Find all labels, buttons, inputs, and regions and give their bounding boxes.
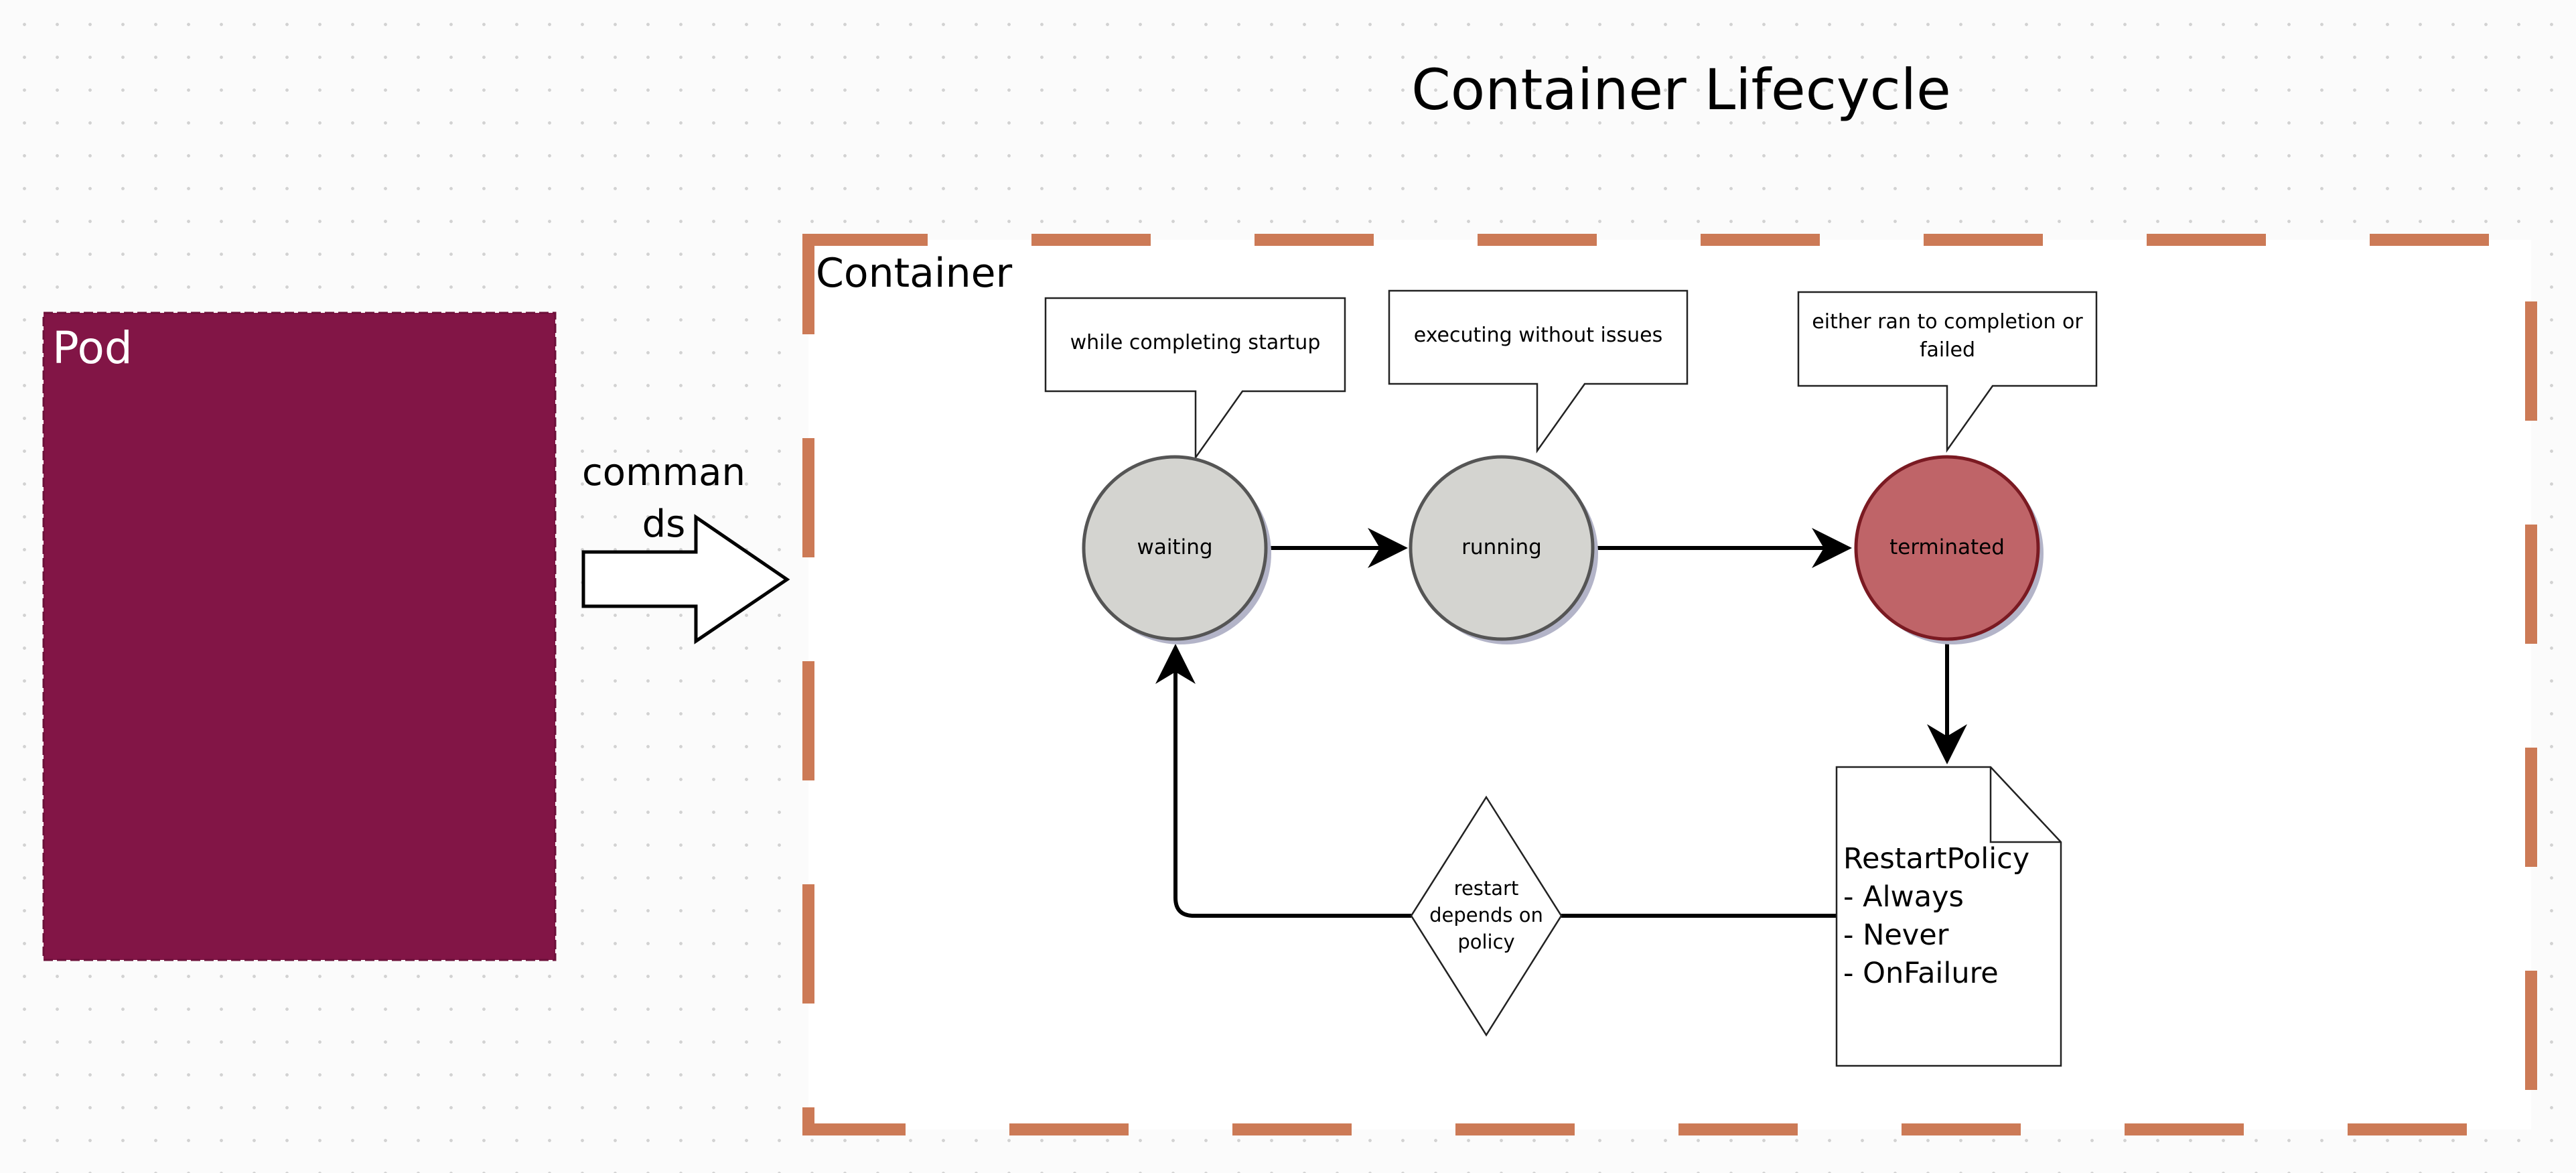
callout-terminated-text-line1: either ran to completion or: [1812, 310, 2083, 334]
decision-text-line2: depends on: [1429, 904, 1543, 926]
callout-waiting-text: while completing startup: [1070, 331, 1321, 354]
decision-text-line1: restart: [1453, 877, 1519, 900]
terminated-label: terminated: [1889, 535, 2005, 559]
callout-terminated-bubble[interactable]: [1797, 291, 2098, 453]
restart-policy-title: RestartPolicy: [1843, 842, 2030, 876]
commands-label-line1: comman: [582, 451, 745, 494]
callout-running-bubble[interactable]: [1388, 289, 1689, 454]
restart-policy-option: - Never: [1843, 918, 1949, 952]
running-label: running: [1461, 535, 1542, 559]
commands-arrow[interactable]: [581, 514, 790, 644]
arrow-decision-to-waiting: [1155, 644, 1411, 918]
restart-policy-document-fold: [1989, 767, 2061, 843]
callout-running-text: executing without issues: [1413, 324, 1663, 347]
callout-terminated-text-line2: failed: [1919, 338, 1976, 362]
decision-text-line3: policy: [1457, 930, 1515, 953]
waiting-state[interactable]: [1082, 455, 1268, 641]
commands-label-line2: ds: [642, 502, 686, 546]
pod-label: Pod: [52, 322, 133, 374]
waiting-label: waiting: [1137, 535, 1213, 559]
pod-box[interactable]: [42, 312, 557, 961]
restart-decision-diamond[interactable]: [1410, 795, 1563, 1037]
terminated-state[interactable]: [1854, 455, 2040, 641]
container-label: Container: [816, 250, 1013, 297]
restart-policy-option: - Always: [1843, 880, 1964, 914]
restart-policy-option: - OnFailure: [1843, 957, 1999, 990]
running-state[interactable]: [1409, 455, 1595, 641]
diagram-title: Container Lifecycle: [1411, 57, 1951, 123]
callout-waiting-bubble[interactable]: [1044, 297, 1346, 460]
